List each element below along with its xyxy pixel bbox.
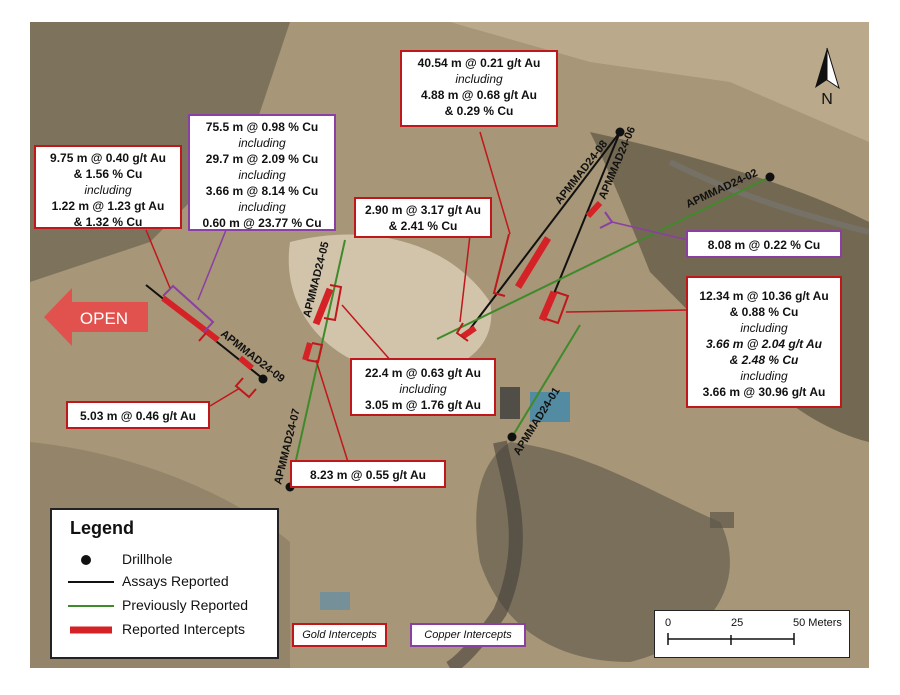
leader-c2 — [197, 229, 227, 301]
bracket-au-08 — [492, 233, 510, 297]
callout-c2-line: including — [238, 200, 286, 214]
callout-c1-line: & 1.32 % Cu — [73, 215, 143, 229]
callout-c9-line: 8.23 m @ 0.55 g/t Au — [310, 468, 426, 482]
intercept-08-a — [515, 236, 551, 289]
leader-c5 — [611, 221, 689, 241]
callout-c6: 12.34 m @ 10.36 g/t Au & 0.88 % Cu inclu… — [686, 276, 842, 408]
callout-c1-line: including — [84, 183, 132, 197]
drillhole-dot-icon — [81, 555, 91, 565]
scale-zero: 0 — [665, 617, 672, 629]
callout-c3: 40.54 m @ 0.21 g/t Au including 4.88 m @… — [400, 50, 558, 127]
leader-c9 — [315, 359, 349, 463]
callout-c1-line: & 1.56 % Cu — [73, 167, 143, 181]
callout-c1: 9.75 m @ 0.40 g/t Au & 1.56 % Cu includi… — [34, 145, 182, 229]
callout-c4-line: & 2.41 % Cu — [388, 219, 458, 233]
drillhole-apmmad24-01[interactable] — [507, 432, 517, 442]
callout-c2-line: 75.5 m @ 0.98 % Cu — [205, 120, 319, 134]
label-apmmad24-05: APMMAD24-05 — [301, 240, 331, 318]
callout-c6-line: 3.66 m @ 2.04 g/t Au — [706, 337, 822, 351]
callout-c2-line: including — [238, 136, 286, 150]
leader-c6 — [565, 309, 689, 313]
callout-c6-line: 3.66 m @ 30.96 g/t Au — [702, 385, 826, 399]
callout-c8-line: 5.03 m @ 0.46 g/t Au — [80, 409, 196, 423]
legend-assays-label: Assays Reported — [122, 573, 229, 589]
callout-c2-line: 29.7 m @ 2.09 % Cu — [205, 152, 319, 166]
drillhole-apmmad24-08[interactable] — [615, 127, 625, 137]
north-arrow-icon: N — [815, 47, 840, 108]
intercept-09-a — [161, 295, 220, 343]
bracket-au-07 — [306, 342, 324, 364]
callout-c8: 5.03 m @ 0.46 g/t Au — [66, 401, 210, 429]
intercept-06 — [538, 290, 558, 322]
previous-line-icon — [68, 605, 114, 607]
callout-c3-line: 4.88 m @ 0.68 g/t Au — [421, 88, 537, 102]
bracket-cu-02 — [599, 211, 614, 229]
callout-c5-line: 8.08 m @ 0.22 % Cu — [707, 238, 821, 252]
legend-previous-label: Previously Reported — [122, 597, 249, 613]
intercept-05 — [312, 287, 334, 326]
scale-mid: 25 — [731, 617, 744, 629]
bracket-au-08b — [455, 322, 469, 342]
legend: Legend Drillhole Assays Reported Previou… — [50, 508, 279, 659]
intercept-02 — [585, 200, 603, 219]
assay-line-icon — [68, 581, 114, 583]
leader-c7 — [341, 304, 393, 363]
gold-intercepts-key: Gold Intercepts — [292, 623, 387, 647]
bracket-au-09 — [198, 332, 207, 342]
intercept-07 — [302, 342, 313, 361]
callout-c9: 8.23 m @ 0.55 g/t Au — [290, 460, 446, 488]
callout-c5: 8.08 m @ 0.22 % Cu — [686, 230, 842, 258]
leader-c1 — [145, 229, 171, 289]
leader-c8 — [209, 387, 241, 407]
drillhole-apmmad24-02[interactable] — [765, 172, 775, 182]
callout-c2: 75.5 m @ 0.98 % Cu including 29.7 m @ 2.… — [188, 114, 336, 231]
legend-title: Legend — [70, 518, 135, 538]
callout-c2-line: including — [238, 168, 286, 182]
intercept-08-b — [460, 325, 477, 340]
scale-bar: 0 25 50 Meters — [654, 610, 850, 658]
leader-c3 — [479, 131, 511, 235]
legend-drillhole-label: Drillhole — [122, 551, 173, 567]
intercept-bar-icon — [70, 626, 112, 634]
callout-c6-line: & 2.48 % Cu — [729, 353, 799, 367]
callout-c3-line: & 0.29 % Cu — [444, 104, 514, 118]
intercept-09-b — [238, 355, 254, 371]
trace-apmmad24-02 — [436, 176, 771, 340]
open-label: OPEN — [80, 309, 128, 328]
label-apmmad24-09: APMMAD24-09 — [218, 328, 287, 385]
callout-c2-line: 3.66 m @ 8.14 % Cu — [205, 184, 319, 198]
label-apmmad24-02: APMMAD24-02 — [684, 167, 759, 211]
callout-c6-line: 12.34 m @ 10.36 g/t Au — [699, 289, 829, 303]
callout-c7: 22.4 m @ 0.63 g/t Au including 3.05 m @ … — [350, 358, 496, 416]
callout-c6-line: including — [740, 321, 788, 335]
legend-intercepts-label: Reported Intercepts — [122, 621, 245, 637]
bracket-au-05 — [323, 284, 343, 322]
callout-c2-line: 0.60 m @ 23.77 % Cu — [202, 216, 322, 230]
north-label: N — [821, 91, 833, 108]
callout-c6-line: including — [740, 369, 788, 383]
callout-c4-line: 2.90 m @ 3.17 g/t Au — [365, 203, 481, 217]
callout-c7-line: 22.4 m @ 0.63 g/t Au — [365, 366, 481, 380]
callout-c7-line: including — [399, 382, 447, 396]
callout-c7-line: 3.05 m @ 1.76 g/t Au — [365, 398, 481, 412]
bracket-au-09b — [234, 377, 257, 399]
callout-c3-line: including — [455, 72, 503, 86]
trace-apmmad24-08 — [466, 131, 621, 334]
trace-apmmad24-06 — [543, 131, 621, 319]
trace-apmmad24-01 — [511, 324, 581, 438]
copper-intercepts-key: Copper Intercepts — [410, 623, 526, 647]
callout-c1-line: 9.75 m @ 0.40 g/t Au — [50, 151, 166, 165]
scale-ruler — [667, 633, 795, 645]
callout-c6-line: & 0.88 % Cu — [729, 305, 799, 319]
drillhole-apmmad24-09[interactable] — [258, 374, 268, 384]
callout-c1-line: 1.22 m @ 1.23 gt Au — [51, 199, 165, 213]
callout-c3-line: 40.54 m @ 0.21 g/t Au — [417, 56, 541, 70]
open-arrow: OPEN — [44, 288, 148, 346]
bracket-cu-09 — [162, 284, 215, 333]
bracket-au-06 — [545, 291, 570, 325]
leader-c4 — [459, 234, 471, 323]
scale-end: 50 Meters — [793, 617, 842, 629]
callout-c4: 2.90 m @ 3.17 g/t Au & 2.41 % Cu — [354, 197, 492, 238]
